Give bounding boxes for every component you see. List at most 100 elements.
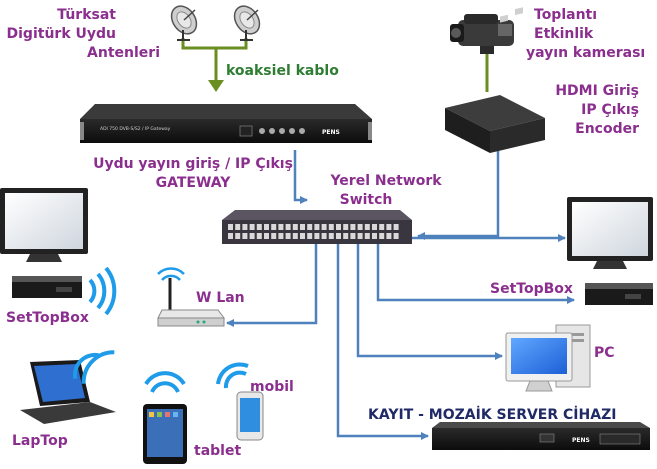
switch-port <box>379 224 385 230</box>
switch-port <box>264 233 269 239</box>
switch-port <box>249 224 255 230</box>
satellite-label-line: Türksat <box>57 7 116 23</box>
switch-port <box>393 233 399 239</box>
satellite-dish-icon <box>233 5 261 41</box>
switch-port <box>386 233 392 239</box>
tablet-icon <box>143 404 187 464</box>
encoder-to-switch-link <box>417 150 500 240</box>
switch-port <box>242 224 248 230</box>
switch-port <box>285 233 291 239</box>
switch-port <box>357 233 363 239</box>
switch-port <box>249 233 255 239</box>
switch-port <box>336 233 341 239</box>
switch-port <box>357 224 363 230</box>
switch-port <box>314 233 320 239</box>
switch-port <box>235 233 241 239</box>
camera-label: Toplantı Etkinlik yayın kamerası <box>526 6 645 63</box>
settopbox-device-right <box>585 283 653 305</box>
video-camera-icon <box>450 14 514 54</box>
switch-label-line: Switch <box>339 192 393 208</box>
switch-port <box>256 224 262 230</box>
encoder-label: HDMI Giriş IP Çıkış Encoder <box>535 82 639 139</box>
television-icon <box>0 188 88 262</box>
laptop-icon <box>20 360 116 424</box>
ip-gateway-device: ADI 750 DVB-S/S2 / IP Gateway PENS <box>80 104 372 143</box>
wifi-signal-icon <box>144 371 186 393</box>
switch-port <box>328 224 334 230</box>
recorder-server-device: PENS <box>432 422 650 450</box>
switch-port <box>292 233 298 239</box>
switch-port <box>350 224 356 230</box>
wifi-signal-icon <box>216 362 249 389</box>
encoder-label-line: HDMI Giriş <box>555 83 639 99</box>
gateway-label-line: GATEWAY <box>155 175 231 191</box>
switch-port <box>328 233 334 239</box>
gateway-label: Uydu yayın giriş / IP Çıkış GATEWAY <box>80 155 306 193</box>
switch-port <box>285 224 291 230</box>
switch-port <box>350 233 356 239</box>
recorder-brand-text: PENS <box>572 437 590 444</box>
switch-label: Yerel Network Switch <box>322 172 450 210</box>
switch-port <box>307 224 313 230</box>
switch-port <box>300 233 305 239</box>
gateway-to-switch-link <box>293 150 308 204</box>
camera-label-line: Etkinlik <box>534 26 594 42</box>
switch-port <box>379 233 385 239</box>
laptop-label: LapTop <box>12 433 68 449</box>
switch-port <box>300 224 305 230</box>
switch-port <box>271 233 277 239</box>
switch-to-pc-link <box>356 244 503 360</box>
camera-label-line: yayın kamerası <box>526 45 646 61</box>
wifi-signal-icon <box>157 267 185 281</box>
settopbox-left-label: SetTopBox <box>6 310 89 326</box>
gateway-brand-text: PENS <box>322 129 340 136</box>
switch-port <box>321 233 327 239</box>
switch-port <box>235 224 241 230</box>
mobil-label: mobil <box>250 379 294 395</box>
satellite-coax-link <box>181 38 248 92</box>
switch-label-line: Yerel Network <box>330 173 442 189</box>
switch-port <box>278 224 284 230</box>
desktop-pc-icon <box>505 324 591 392</box>
gateway-model-text: ADI 750 DVB-S/S2 / IP Gateway <box>100 126 171 132</box>
switch-port <box>386 224 392 230</box>
switch-port <box>372 224 377 230</box>
encoder-label-line: Encoder <box>575 121 639 137</box>
switch-port <box>292 224 298 230</box>
recorder-label: KAYIT - MOZAİK SERVER CİHAZI <box>368 407 617 423</box>
switch-port <box>228 224 233 230</box>
settopbox-device-left <box>12 276 82 298</box>
satellite-label: Türksat Digitürk Uydu Antenleri <box>6 6 160 63</box>
wlan-label: W Lan <box>196 290 245 306</box>
tablet-label: tablet <box>194 443 242 459</box>
coax-cable-label: koaksiel kablo <box>226 63 339 79</box>
satellite-label-line: Antenleri <box>87 45 160 61</box>
wifi-signal-icon <box>88 266 117 316</box>
switch-port <box>393 224 399 230</box>
wifi-signal-icon <box>72 350 115 384</box>
camera-label-line: Toplantı <box>534 7 598 23</box>
switch-port <box>228 233 233 239</box>
switch-port <box>307 233 313 239</box>
encoder-label-line: IP Çıkış <box>581 102 639 118</box>
switch-port <box>372 233 377 239</box>
gateway-label-line: Uydu yayın giriş / IP Çıkış <box>93 156 293 172</box>
switch-to-wlan-link <box>226 244 318 327</box>
switch-to-recorder-link <box>336 244 429 440</box>
wireless-router-icon <box>157 278 225 327</box>
satellite-label-line: Digitürk Uydu <box>6 26 116 42</box>
television-icon <box>567 197 653 269</box>
hdmi-encoder-device <box>445 7 545 153</box>
switch-port <box>256 233 262 239</box>
switch-port <box>242 233 248 239</box>
switch-port <box>314 224 320 230</box>
mobile-phone-icon <box>236 391 264 441</box>
switch-port <box>264 224 269 230</box>
switch-port <box>278 233 284 239</box>
network-switch-device <box>222 210 412 244</box>
switch-port <box>364 224 370 230</box>
switch-port <box>271 224 277 230</box>
switch-port <box>364 233 370 239</box>
